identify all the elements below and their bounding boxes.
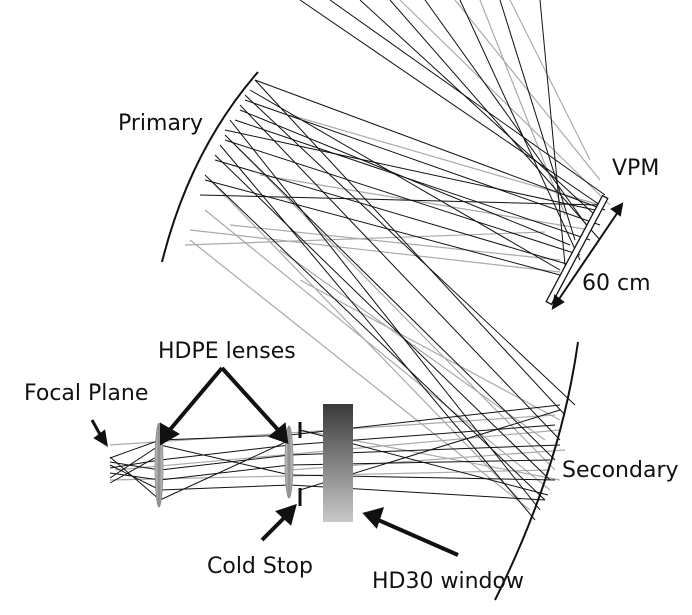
- label-vpm: VPM: [612, 156, 659, 181]
- label-secondary: Secondary: [562, 458, 679, 483]
- label-vpm-span: 60 cm: [582, 271, 651, 296]
- label-cold-stop: Cold Stop: [207, 554, 313, 579]
- focal-plane-arrow: [90, 419, 109, 447]
- hd30-window-arrow: [362, 507, 459, 557]
- vpm-element: [545, 194, 609, 306]
- ray-bundle-dark: [109, 0, 606, 521]
- hdpe-lens-2: [284, 425, 294, 499]
- label-focal-plane: Focal Plane: [24, 381, 148, 406]
- label-primary: Primary: [118, 111, 203, 136]
- hdpe-lenses-arrows: [160, 366, 289, 446]
- hd30-window: [323, 404, 353, 522]
- label-hd30-window: HD30 window: [372, 569, 524, 594]
- vpm-span-arrow: [551, 202, 624, 310]
- label-hdpe-lenses: HDPE lenses: [158, 339, 296, 364]
- cold-stop-arrow: [260, 503, 297, 542]
- secondary-mirror: [494, 341, 579, 601]
- primary-mirror: [161, 71, 259, 263]
